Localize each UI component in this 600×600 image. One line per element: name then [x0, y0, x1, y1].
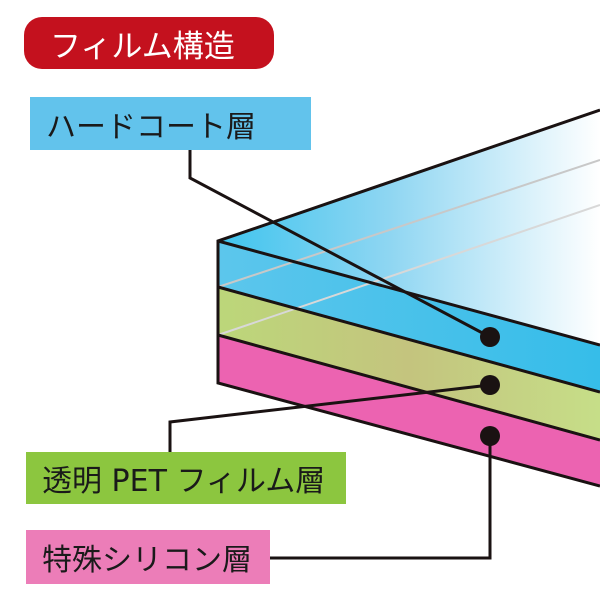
- pet-leader-line: [168, 383, 491, 452]
- silicon-layer: [218, 335, 600, 486]
- silicon-leader-line: [270, 436, 492, 560]
- hard-coat-layer: [218, 241, 600, 392]
- silicon-label: 特殊シリコン層: [26, 530, 270, 584]
- diagram-title: フィルム構造: [24, 17, 274, 69]
- pet-film-layer: [218, 287, 600, 440]
- inner-edge-line: [217, 159, 600, 288]
- hard-coat-marker-dot: [480, 327, 500, 347]
- hard-coat-leader-line: [188, 150, 491, 339]
- pet-marker-dot: [480, 375, 500, 395]
- inner-edge-line: [217, 204, 600, 336]
- hard-coat-label: ハードコート層: [30, 97, 311, 150]
- outline: [216, 108, 600, 488]
- pet-film-label: 透明 PET フィルム層: [26, 452, 346, 504]
- silicon-marker-dot: [480, 426, 500, 446]
- top-face: [218, 110, 600, 345]
